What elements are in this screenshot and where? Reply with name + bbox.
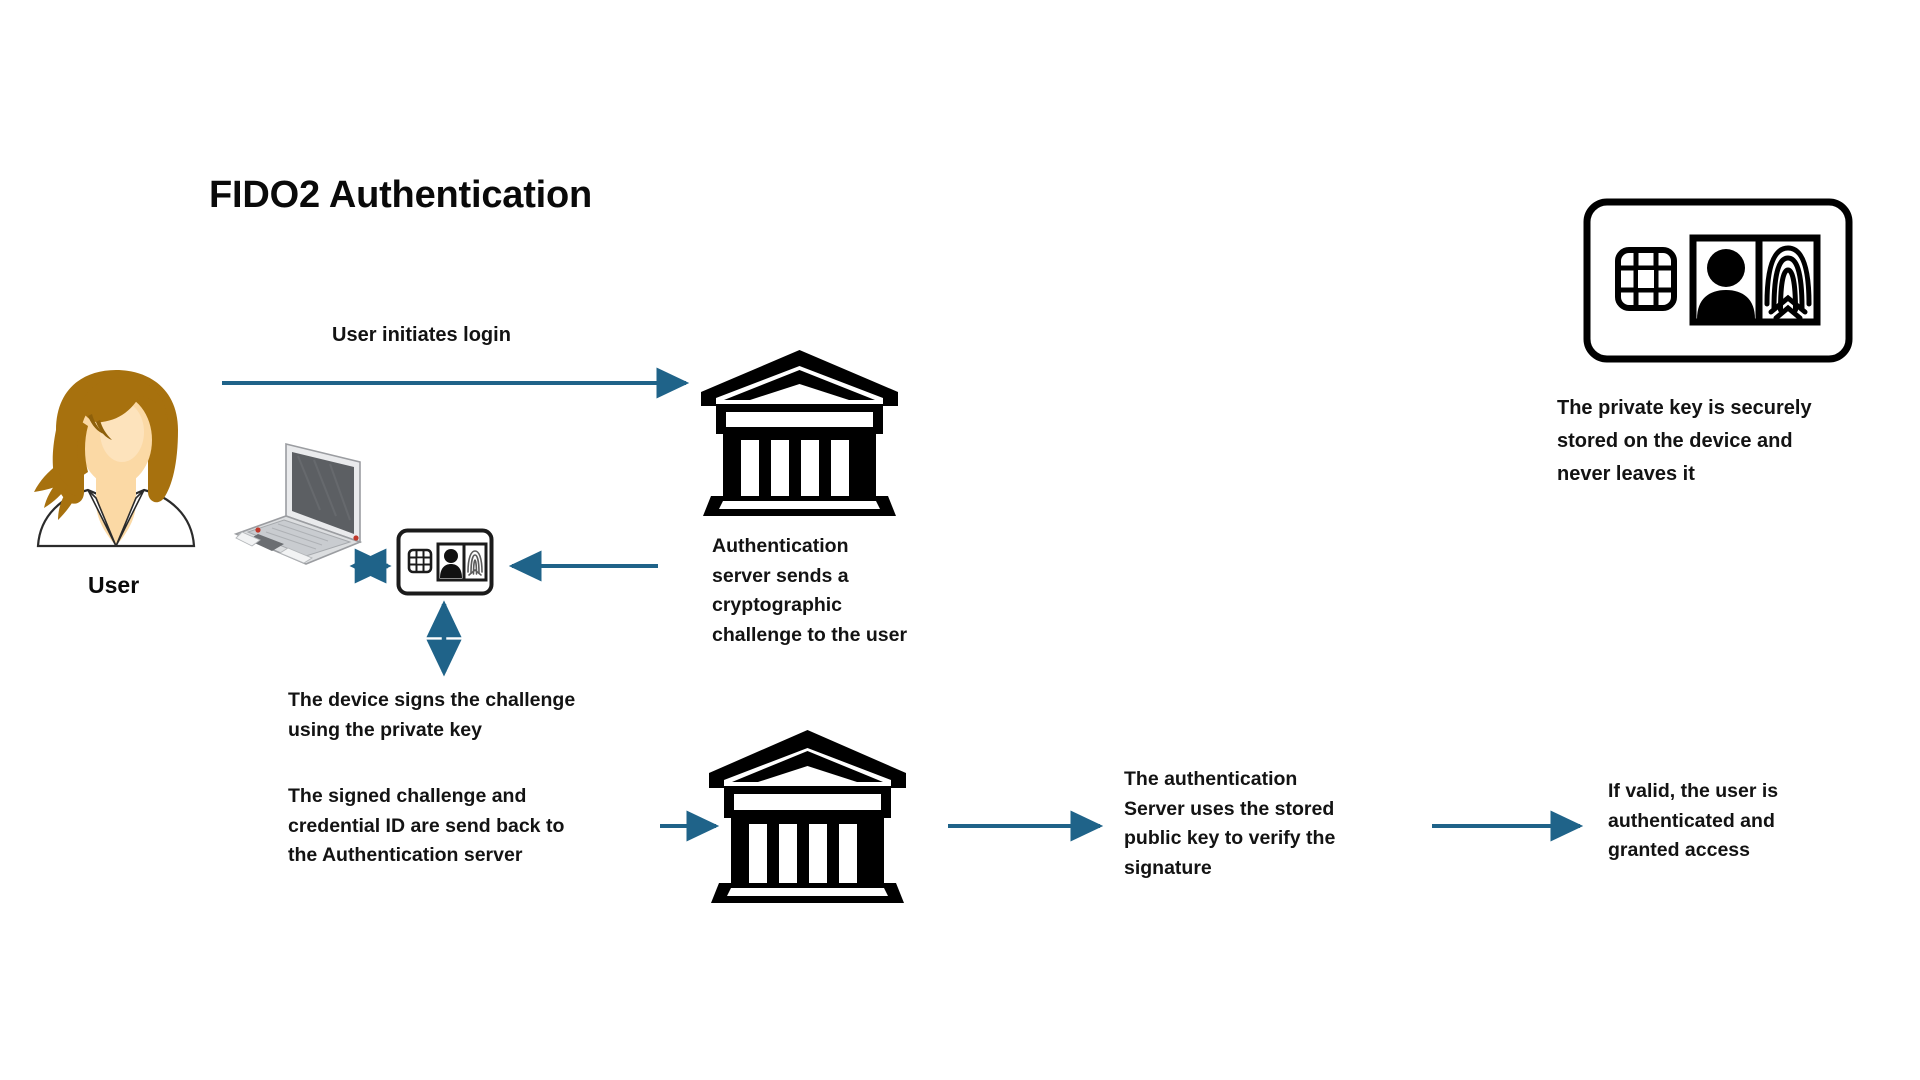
id-card-icon — [396, 528, 494, 596]
woman-avatar-icon — [26, 368, 206, 548]
user-label: User — [88, 572, 140, 598]
step-6-label: If valid, the user is authenticated and … — [1608, 780, 1779, 861]
fingerprint-icon — [1755, 234, 1821, 326]
chip-icon — [1615, 247, 1677, 311]
step-3-label: The device signs the challenge using the… — [288, 689, 576, 741]
step-4-label: The signed challenge and credential ID a… — [288, 785, 565, 866]
portrait-icon — [436, 542, 466, 582]
step-1-label: User initiates login — [332, 324, 511, 346]
id-card-icon-large — [1583, 198, 1853, 363]
fingerprint-icon — [462, 542, 488, 582]
step-5-label: The authentication Server uses the store… — [1124, 768, 1336, 879]
chip-icon — [407, 548, 433, 574]
private-key-callout-text: The private key is securely stored on th… — [1557, 397, 1812, 485]
step-2-label: Authentication server sends a cryptograp… — [712, 535, 908, 646]
bank-building-icon-2 — [705, 727, 910, 907]
laptop-icon — [228, 438, 368, 568]
page-title: FIDO2 Authentication — [209, 174, 593, 216]
bank-building-icon — [697, 348, 902, 520]
